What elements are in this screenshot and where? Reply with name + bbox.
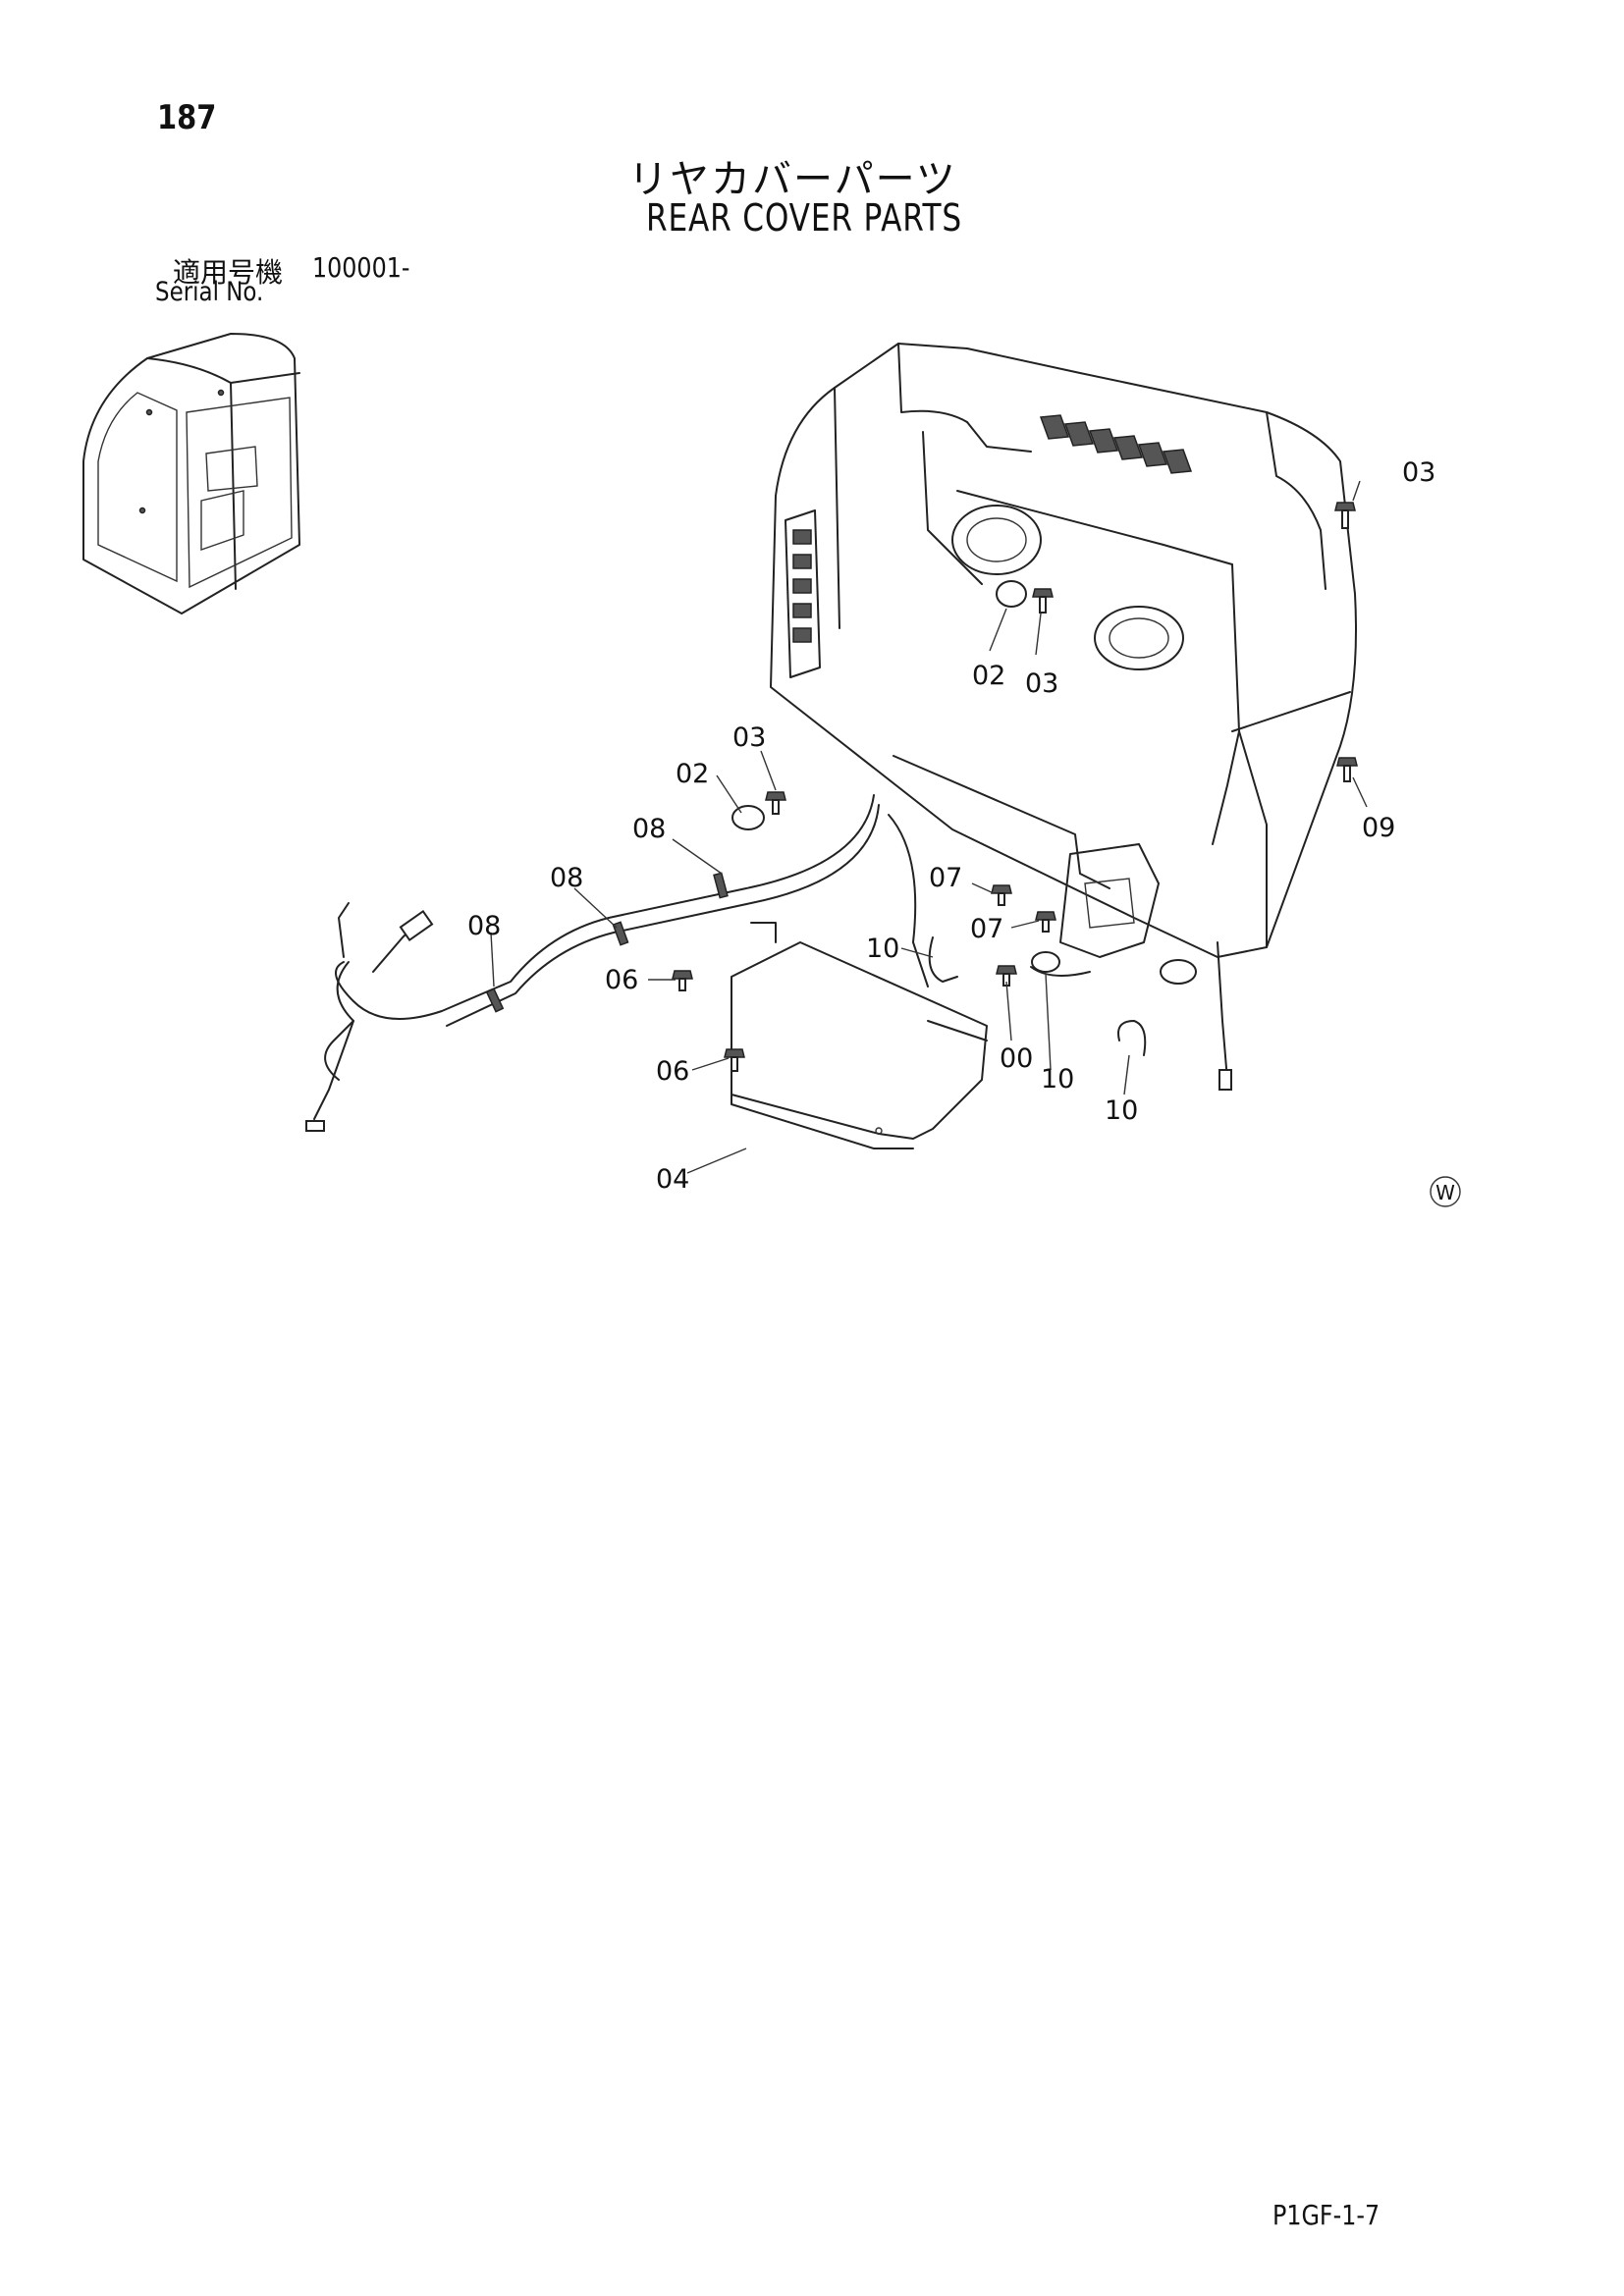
rear-cover-assembly <box>770 343 1357 1091</box>
title-japanese: リヤカバーパーツ <box>628 157 957 202</box>
callout-10-a: 10 <box>866 934 899 964</box>
serial-label-english: Serial No. <box>155 277 264 307</box>
serial-label-japanese: 適用号機 <box>173 256 284 289</box>
fasteners <box>672 502 1358 1072</box>
wiring-harness <box>305 794 1091 1132</box>
revision-mark-w: W <box>1430 1176 1461 1207</box>
callout-10-c: 10 <box>1105 1095 1138 1126</box>
side-lamp-panel <box>785 509 821 678</box>
callout-08-a: 08 <box>632 814 666 844</box>
callout-08-c: 08 <box>467 911 501 941</box>
revision-mark-letter: W <box>1435 1181 1455 1204</box>
callout-06-a: 06 <box>605 965 638 995</box>
callout-06-b: 06 <box>656 1056 689 1087</box>
under-cover-plate <box>731 922 988 1149</box>
callout-08-b: 08 <box>550 863 583 893</box>
vent-grille <box>1039 414 1193 474</box>
callout-07-a: 07 <box>929 863 962 893</box>
callout-03-top-right: 03 <box>1402 457 1435 488</box>
callout-09: 09 <box>1362 813 1395 843</box>
leader-lines <box>490 480 1368 1174</box>
callout-00: 00 <box>1000 1043 1033 1074</box>
callout-04: 04 <box>656 1164 689 1195</box>
callout-03-center: 03 <box>1025 668 1058 699</box>
serial-number-value: 100001- <box>312 251 410 284</box>
page-number: 187 <box>157 98 217 137</box>
callout-07-b: 07 <box>970 914 1003 944</box>
callout-02-left: 02 <box>676 759 709 789</box>
callout-03-left: 03 <box>732 722 766 753</box>
cab-thumbnail <box>82 333 300 614</box>
drawing-code: P1GF-1-7 <box>1272 2199 1380 2231</box>
title-english: REAR COVER PARTS <box>646 196 962 240</box>
callout-10-b: 10 <box>1041 1064 1074 1095</box>
callout-02-center: 02 <box>972 661 1005 691</box>
